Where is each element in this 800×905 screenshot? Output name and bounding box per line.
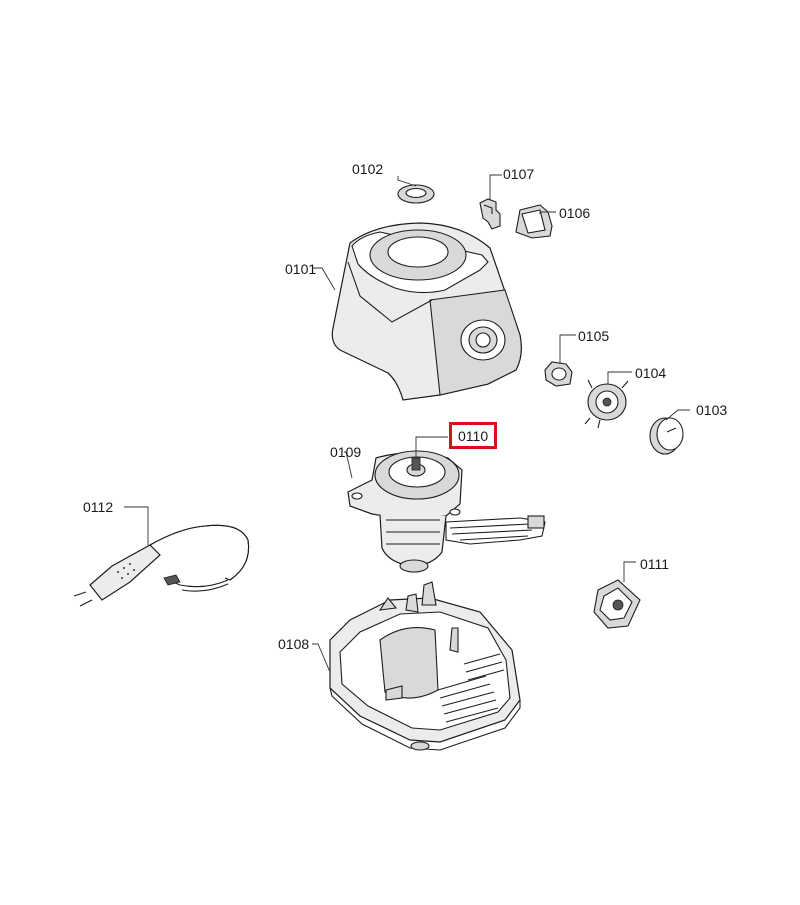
part-0103-knob[interactable] <box>649 417 684 455</box>
label-0104[interactable]: 0104 <box>635 365 667 381</box>
label-0111[interactable]: 0111 <box>640 556 670 572</box>
part-0108-base[interactable] <box>329 581 521 751</box>
part-0104-rotary-switch[interactable] <box>584 379 629 429</box>
label-0102[interactable]: 0102 <box>352 161 384 177</box>
base-vent-grille <box>437 653 505 723</box>
part-0107-latch[interactable] <box>479 198 501 230</box>
part-0102-seal-ring[interactable] <box>397 184 435 204</box>
part-0101-upper-housing[interactable] <box>331 222 522 401</box>
label-0101[interactable]: 0101 <box>285 261 317 277</box>
part-0112-power-cord[interactable] <box>73 524 250 607</box>
label-0108[interactable]: 0108 <box>278 636 310 652</box>
label-0112[interactable]: 0112 <box>83 499 114 515</box>
label-0109[interactable]: 0109 <box>330 444 362 460</box>
label-0105[interactable]: 0105 <box>578 328 610 344</box>
part-0109-motor[interactable] <box>347 450 546 573</box>
label-0103[interactable]: 0103 <box>696 402 728 418</box>
label-0107[interactable]: 0107 <box>503 166 535 182</box>
part-0106-switch-cover[interactable] <box>515 204 553 239</box>
leader-lines <box>124 174 690 673</box>
part-0105-connector[interactable] <box>544 361 573 387</box>
label-0106[interactable]: 0106 <box>559 205 591 221</box>
label-0110-highlighted[interactable]: 0110 <box>449 422 498 449</box>
part-0111-switch-module[interactable] <box>593 579 641 629</box>
